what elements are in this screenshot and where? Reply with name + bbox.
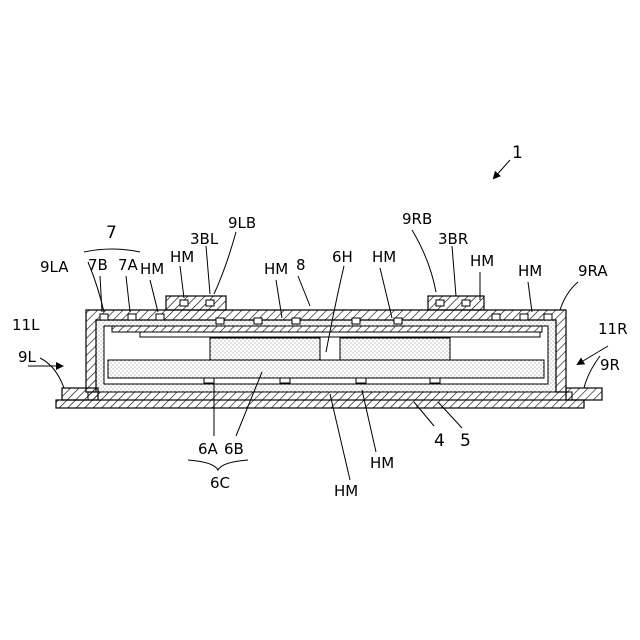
base-plate [56,400,584,408]
label-HM-h: HM [334,482,358,500]
label-7: 7 [106,223,117,243]
label-8: 8 [296,256,306,274]
label-1: 1 [512,143,523,163]
label-6A: 6A [198,440,219,458]
label-3BR: 3BR [438,230,468,248]
label-7B: 7B [88,256,108,274]
substrate-plate [140,332,540,337]
label-9L: 9L [18,348,37,366]
label-HM-a: HM [140,260,164,278]
label-HM-d: HM [372,248,396,266]
component-6A-left [210,338,320,360]
label-4: 4 [434,431,445,451]
label-HM-b: HM [170,248,194,266]
label-HM-c: HM [264,260,288,278]
label-9R: 9R [600,356,620,374]
label-3BL: 3BL [190,230,219,248]
label-11R: 11R [598,320,628,338]
label-9RA: 9RA [578,262,608,280]
label-5: 5 [460,431,471,451]
label-11L: 11L [12,316,40,334]
terminal-3BL [166,296,226,310]
plate-8 [112,326,542,332]
label-HM-e: HM [470,252,494,270]
label-9LB: 9LB [228,214,256,232]
label-9LA: 9LA [40,258,69,276]
label-6B: 6B [224,440,244,458]
label-7A: 7A [118,256,139,274]
label-HM-g: HM [370,454,394,472]
component-6B [108,360,544,378]
label-6C: 6C [210,474,230,492]
label-HM-f: HM [518,262,542,280]
label-9RB: 9RB [402,210,432,228]
component-6A-right [340,338,450,360]
label-6H: 6H [332,248,353,266]
